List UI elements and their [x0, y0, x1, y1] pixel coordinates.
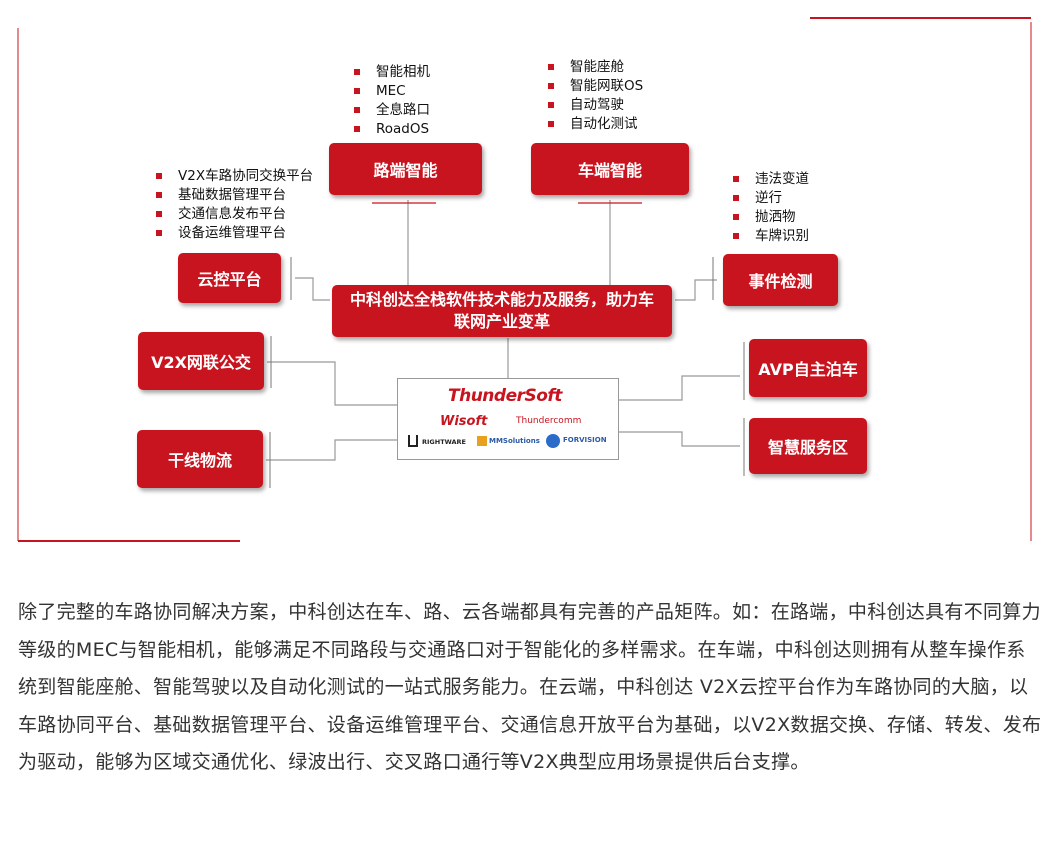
forvision-icon — [546, 434, 560, 448]
roadside-list: 智能相机 MEC 全息路口 RoadOS — [352, 63, 430, 139]
list-item: 智能座舱 — [546, 58, 643, 77]
vehicle-node: 车端智能 — [531, 143, 689, 195]
trunk-logistics-node: 干线物流 — [137, 430, 263, 488]
diagram-frame: 智能相机 MEC 全息路口 RoadOS 智能座舱 智能网联OS 自动驾驶 自动… — [17, 17, 1032, 542]
cloud-node: 云控平台 — [178, 253, 281, 303]
cloud-list: V2X车路协同交换平台 基础数据管理平台 交通信息发布平台 设备运维管理平台 — [154, 167, 313, 243]
rightware-icon — [408, 435, 418, 447]
mm-solutions-icon — [477, 436, 487, 446]
thundersoft-logo: ThunderSoft — [448, 386, 562, 406]
vehicle-list: 智能座舱 智能网联OS 自动驾驶 自动化测试 — [546, 58, 643, 134]
roadside-node: 路端智能 — [329, 143, 482, 195]
list-item: 全息路口 — [352, 101, 430, 120]
list-item: 基础数据管理平台 — [154, 186, 313, 205]
forvision-logo: FORVISION — [563, 436, 607, 444]
list-item: 交通信息发布平台 — [154, 205, 313, 224]
logo-box: ThunderSoft Wisoft Thundercomm RIGHTWARE… — [397, 378, 619, 460]
mm-solutions-logo: MMSolutions — [489, 437, 540, 445]
smart-service-area-node: 智慧服务区 — [749, 418, 867, 474]
list-item: MEC — [352, 82, 430, 101]
event-list: 违法变道 逆行 抛洒物 车牌识别 — [731, 170, 809, 246]
list-item: V2X车路协同交换平台 — [154, 167, 313, 186]
center-node: 中科创达全栈软件技术能力及服务，助力车联网产业变革 — [332, 285, 672, 337]
connector-lines — [17, 17, 1032, 542]
avp-parking-node: AVP自主泊车 — [749, 339, 867, 397]
list-item: 违法变道 — [731, 170, 809, 189]
list-item: RoadOS — [352, 120, 430, 139]
wisoft-logo: Wisoft — [440, 414, 488, 429]
list-item: 自动驾驶 — [546, 96, 643, 115]
list-item: 车牌识别 — [731, 227, 809, 246]
rightware-logo: RIGHTWARE — [422, 438, 466, 446]
list-item: 智能相机 — [352, 63, 430, 82]
list-item: 设备运维管理平台 — [154, 224, 313, 243]
event-node: 事件检测 — [723, 254, 838, 306]
list-item: 逆行 — [731, 189, 809, 208]
list-item: 抛洒物 — [731, 208, 809, 227]
list-item: 智能网联OS — [546, 77, 643, 96]
thundercomm-logo: Thundercomm — [516, 416, 582, 426]
v2x-bus-node: V2X网联公交 — [138, 332, 264, 390]
article-paragraph: 除了完整的车路协同解决方案，中科创达在车、路、云各端都具有完善的产品矩阵。如：在… — [18, 601, 1042, 773]
list-item: 自动化测试 — [546, 115, 643, 134]
